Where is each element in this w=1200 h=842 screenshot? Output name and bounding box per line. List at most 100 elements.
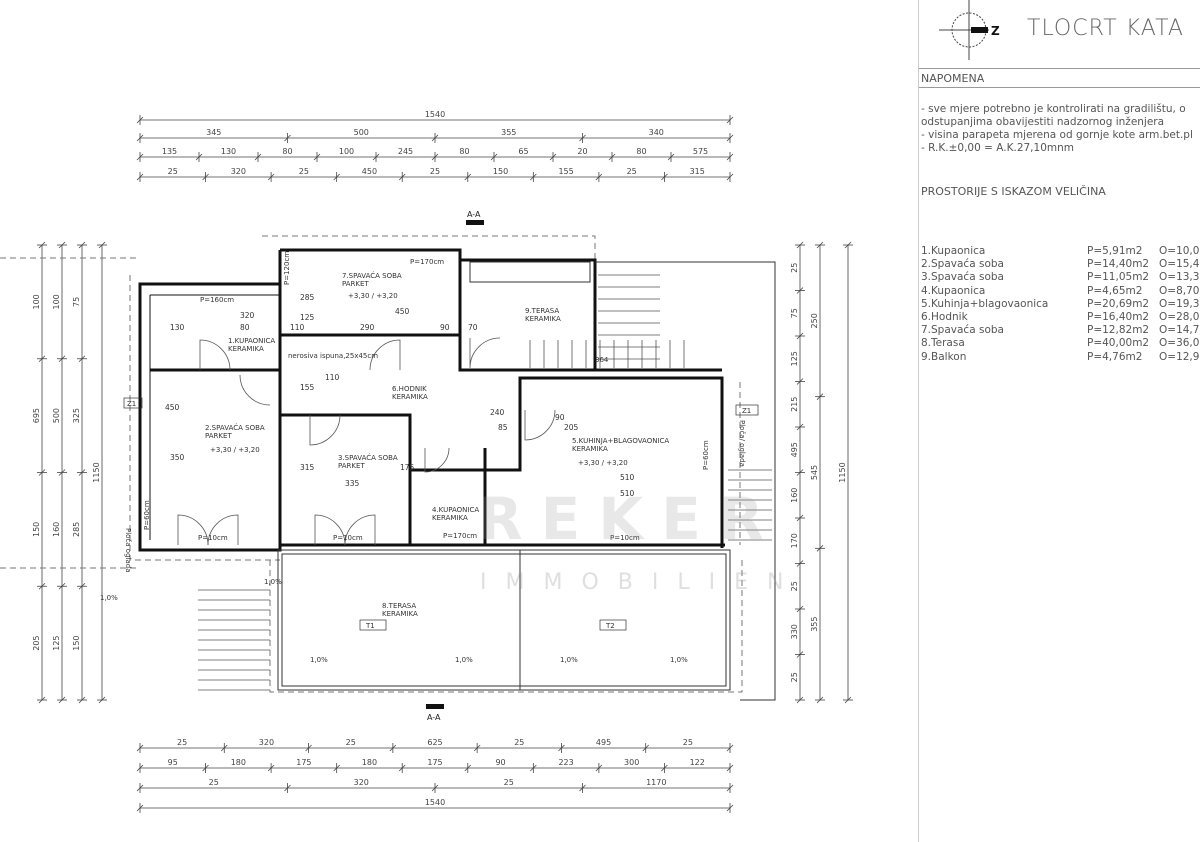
compass-letter: Z: [991, 24, 1000, 38]
inner-dimension: 450: [165, 403, 180, 412]
inner-dimension: 350: [170, 453, 185, 462]
dimension-label: 325: [72, 408, 81, 423]
dimension-label: 25: [177, 738, 187, 747]
room-perimeter: O=15,40m: [1159, 258, 1200, 271]
room-name: 4.Kupaonica: [921, 284, 986, 297]
dimension-label: 130: [221, 147, 236, 156]
room-area: P=20,69m2: [1087, 297, 1150, 310]
room-name: 2.Spavaća soba: [921, 258, 1004, 271]
z1-tag: Z1: [127, 400, 136, 408]
stair-dim: 364: [595, 356, 609, 364]
slope-label: 1,0%: [455, 656, 473, 664]
room-finish: KERAMIKA: [525, 315, 561, 323]
room-perimeter: O=14,70m: [1159, 324, 1200, 337]
inner-dimension: 155: [300, 383, 315, 392]
room-levels: +3,30 / +3,20: [210, 446, 260, 454]
room-row: 4.Kupaonica P=4,65m2 O=8,70m: [921, 285, 1200, 298]
dimension-label: 80: [636, 147, 646, 156]
slope-labels: 1,0% 1,0% 1,0% 1,0% 1,0% 1,0%: [100, 578, 688, 664]
dimension-label: 25: [790, 581, 799, 591]
dimension-label: 695: [32, 408, 41, 423]
legend-panel: Z TLOCRT KATA NAPOMENA - sve mjere potre…: [918, 0, 1200, 842]
dimension-label: 135: [162, 147, 177, 156]
room-levels: +3,30 / +3,20: [348, 292, 398, 300]
dimension-label: 150: [493, 167, 508, 176]
window-label: P=170cm: [410, 258, 444, 266]
dimension-label: 330: [790, 624, 799, 639]
railing-note: Ploča oglada: [124, 528, 132, 573]
room-area: P=14,40m2: [1087, 258, 1150, 271]
room-perimeter: O=8,70m: [1159, 284, 1200, 297]
room-finish: KERAMIKA: [572, 445, 608, 453]
inner-dimension: 510: [620, 473, 635, 482]
room-label-2: 2.SPAVAĆA SOBA: [205, 423, 265, 432]
dimension-label: 315: [690, 167, 705, 176]
dimension-label: 160: [790, 488, 799, 503]
room-name: 3.Spavaća soba: [921, 271, 1004, 284]
dimension-label: 495: [790, 442, 799, 457]
room-name: 1.Kupaonica: [921, 245, 986, 257]
room-labels: 1.KUPAONICA KERAMIKA 2.SPAVAĆA SOBA PARK…: [205, 271, 669, 618]
dimension-label: 1170: [646, 778, 666, 787]
note-line: - R.K.±0,00 = A.K.27,10mnm: [921, 142, 1074, 154]
room-label-4: 4.KUPAONICA: [432, 506, 479, 514]
section-mark-top: A-A: [467, 210, 481, 219]
thin-walls: [277, 261, 776, 701]
inner-dimension: 175: [400, 463, 415, 472]
dimension-label: 180: [231, 758, 246, 767]
inner-dimension: 90: [440, 323, 450, 332]
dimension-label: 300: [624, 758, 639, 767]
room-finish: PARKET: [205, 432, 232, 440]
room-label-6: 6.HODNIK: [392, 385, 427, 393]
dimension-label: 340: [649, 128, 664, 137]
dimension-label: 500: [52, 408, 61, 423]
dimension-label: 320: [354, 778, 369, 787]
room-finish: PARKET: [338, 462, 365, 470]
dimension-label: 25: [168, 167, 178, 176]
dimension-label: 25: [299, 167, 309, 176]
dimension-label: 150: [32, 522, 41, 537]
room-finish: PARKET: [342, 280, 369, 288]
room-label-9: 9.TERASA: [525, 307, 559, 315]
window-labels: P=160cm P=170cm P=120cm P=60cm P=60cm P=…: [143, 251, 710, 542]
room-finish: KERAMIKA: [382, 610, 418, 618]
notes-heading: NAPOMENA: [921, 72, 985, 85]
dimension-label: 25: [790, 263, 799, 273]
slope-label: 1,0%: [560, 656, 578, 664]
inner-dimension: 240: [490, 408, 505, 417]
dimension-label: 100: [339, 147, 354, 156]
slope-label: 1,0%: [264, 578, 282, 586]
dimension-label: 1540: [425, 798, 445, 807]
room-area: P=12,82m2: [1087, 324, 1150, 337]
misc-labels: nerosiva ispuna,25x45cm Z1 Z1 T1 T2 364 …: [123, 352, 759, 631]
room-area: P=5,91m2: [1087, 245, 1143, 257]
dimension-label: 250: [810, 313, 819, 328]
window-label: P=60cm: [702, 440, 710, 470]
room-perimeter: O=13,30m: [1159, 271, 1200, 284]
dimension-label: 355: [501, 128, 516, 137]
dimension-label: 155: [558, 167, 573, 176]
room-row: 2.Spavaća soba P=14,40m2 O=15,40m: [921, 258, 1200, 271]
slope-label: 1,0%: [670, 656, 688, 664]
inner-dimension: 110: [325, 373, 340, 382]
room-label-7: 7.SPAVAĆA SOBA: [342, 271, 402, 280]
room-perimeter: O=12,90m: [1159, 350, 1200, 363]
dimension-label: 495: [596, 738, 611, 747]
dimension-label: 285: [72, 522, 81, 537]
dimension-label: 25: [514, 738, 524, 747]
inner-dimension: 70: [468, 323, 478, 332]
dimension-label: 625: [427, 738, 442, 747]
inner-dimension: 335: [345, 479, 360, 488]
window-label: P=120cm: [283, 251, 291, 285]
note-line: odstupanjima obavijestiti nadzornog inže…: [921, 116, 1165, 128]
dimension-label: 355: [810, 617, 819, 632]
room-area: P=4,65m2: [1087, 284, 1143, 297]
watermark-subtitle: IMMOBILIEN: [480, 570, 803, 595]
dimension-label: 245: [398, 147, 413, 156]
room-label-1: 1.KUPAONICA: [228, 337, 275, 345]
